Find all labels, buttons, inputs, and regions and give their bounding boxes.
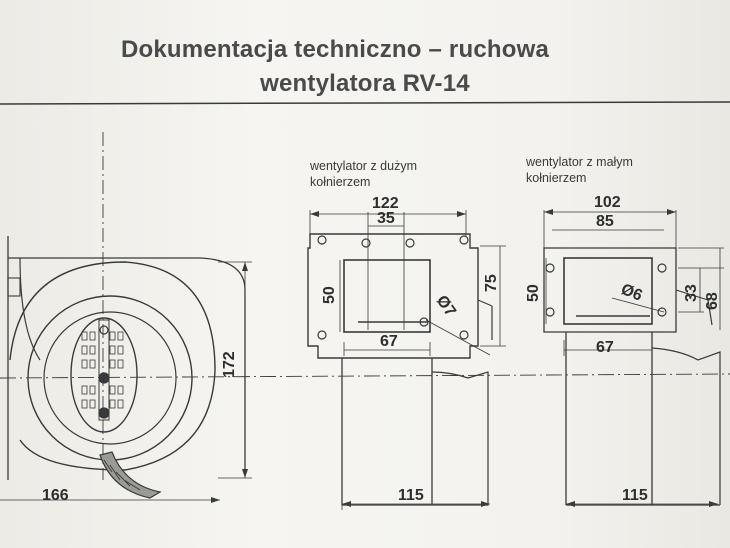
small-flange-body-width-dimension: 115 [622,487,648,504]
large-flange-body-width-dimension: 115 [398,487,424,504]
document-title: Dokumentacja techniczno – ruchowa [120,36,550,63]
large-flange-outlet-height-dimension: 50 [321,286,338,304]
large-flange-hole-spacing-dimension: 35 [377,210,395,227]
large-flange-hole-diameter: Ø7 [433,293,459,320]
small-flange-caption-line2: kołnierzem [526,171,586,185]
small-flange-drawing [543,209,724,507]
front-height-dimension: 172 [221,351,238,378]
small-flange-hole-diameter: Ø6 [619,281,645,305]
large-flange-height-dimension: 75 [483,274,500,292]
small-flange-caption-line1: wentylator z małym [525,155,633,169]
small-flange-outlet-width-dimension: 67 [596,339,614,356]
large-flange-caption-line1: wentylator z dużym [309,159,417,173]
large-flange-outlet-width-dimension: 67 [380,333,398,350]
front-width-dimension: 166 [42,487,69,504]
header-separator-line [0,101,730,105]
large-flange-width-dimension: 122 [372,195,399,212]
small-flange-outlet-height-dimension: 50 [525,284,542,302]
large-flange-drawing [307,210,506,510]
front-view-drawing [0,132,730,503]
small-flange-height-dimension: 68 [704,292,721,310]
small-flange-hole-offset-dimension: 33 [683,284,700,302]
large-flange-caption-line2: kołnierzem [310,175,370,189]
document-subtitle: wentylatora RV-14 [260,70,470,97]
small-flange-width-dimension: 102 [594,194,621,211]
small-flange-hole-spacing-dimension: 85 [596,213,614,230]
